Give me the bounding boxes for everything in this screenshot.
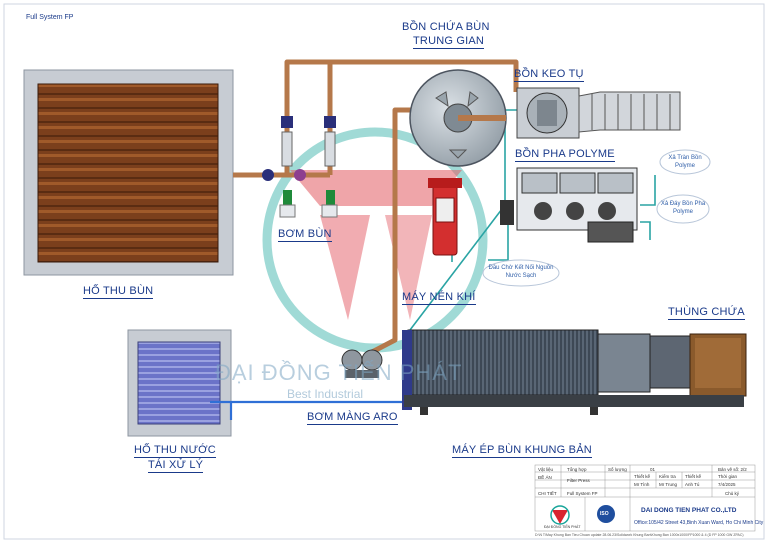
tb-iso-text: ISO (600, 511, 609, 517)
water-recovery-pit (127, 329, 232, 437)
page-border (3, 3, 765, 540)
label-bon-pha-polyme: BỒN PHA POLYME (515, 148, 615, 162)
label-may-ep-bun: MÁY ÉP BÙN KHUNG BẢN (452, 444, 592, 458)
coagulation-tank (516, 87, 681, 139)
tb-r1-c1: Vật liệu (538, 467, 554, 472)
air-compressor (428, 178, 462, 256)
tb-company-name: DAI DONG TIEN PHAT CO.,LTD (641, 507, 737, 514)
tb-logo-caption: ĐẠI ĐỒNG TIẾN PHÁT (544, 525, 581, 529)
tb-r2-c3: Thiết kế (634, 474, 651, 479)
callout-xa-day-bubble (656, 194, 710, 224)
label-ho-thu-bun: HỐ THU BÙN (83, 285, 154, 299)
label-bon-chua-bun-line1: BỒN CHỨA BÙN (402, 21, 490, 33)
sludge-pump-valves (262, 116, 338, 218)
company-logo (550, 505, 570, 525)
label-ho-thu-nuoc-line2: TÁI XỬ LÝ (148, 459, 204, 473)
tb-r4-c1: CHI TIẾT (538, 491, 557, 496)
file-path-footer: D:\N T\May Khung Ban Tieu Chuan update 2… (535, 533, 744, 537)
tb-r4-c2: Full System FP (567, 491, 598, 496)
watermark-company: ĐẠI ĐỒNG TIẾN PHÁT (215, 360, 463, 385)
tb-r3-c1: Mr Tình (634, 482, 650, 487)
label-bom-mang-aro: BƠM MÀNG ARO (307, 411, 398, 425)
label-ho-thu-nuoc-line1: HỐ THU NƯỚC (134, 444, 216, 458)
iso-badge (597, 505, 615, 523)
tb-r1-c5: Bản vẽ số: 2/2 (718, 467, 747, 472)
sludge-pit (23, 69, 234, 276)
callout-xa-tran-bubble (659, 149, 711, 175)
callout-xa-day: Xả Đáy Bồn Pha Polyme (660, 201, 706, 215)
polymer-tank (500, 167, 638, 243)
label-bom-bun: BƠM BÙN (278, 228, 332, 242)
label-bon-keo-tu: BỒN KEO TỤ (514, 68, 584, 82)
tb-r2-c1: ĐỀ ÁN (538, 475, 552, 480)
tb-r1-c2: Tổng hợp (567, 467, 587, 472)
intermediate-sludge-tank (409, 69, 507, 167)
drawing-title: Full System FP (26, 14, 74, 21)
tb-r1-c4: 01 (650, 467, 656, 472)
filter-press (402, 329, 747, 415)
watermark-tagline: Best Industrial (287, 387, 364, 401)
callout-xa-tran: Xả Tràn Bồn Polyme (668, 155, 702, 169)
callout-dau-cho: Đầu Chờ Kết Nối Nguồn Nước Sạch (488, 265, 554, 279)
tb-r2-c5: Thiết kế (685, 474, 702, 479)
tb-r2-c4: Kiểm tra (659, 474, 676, 479)
callout-dau-cho-bubble (482, 259, 560, 287)
tb-r2-c2: Filter Press (567, 478, 590, 483)
label-bon-chua-bun-line2: TRUNG GIAN (413, 35, 485, 49)
aro-diaphragm-pump (341, 349, 383, 378)
tb-r1-c3: Số lượng (608, 467, 627, 472)
tb-r3-c3: Anh Tú (685, 482, 700, 487)
tb-r3-c2: Mr Trung (659, 482, 678, 487)
tb-company-address: Office:105/42 Street 43,Binh Xuan Ward, … (634, 520, 764, 526)
label-may-nen-khi: MÁY NÉN KHÍ (402, 291, 476, 305)
tb-r3-c4: 7/4/2025 (718, 482, 736, 487)
tb-r4-c3: Chủ ký (725, 491, 740, 496)
label-thung-chua: THÙNG CHỨA (668, 306, 745, 320)
filtrate-pipes (210, 400, 420, 420)
tb-r2-c6: Thời gian (718, 474, 737, 479)
title-block (534, 464, 756, 532)
